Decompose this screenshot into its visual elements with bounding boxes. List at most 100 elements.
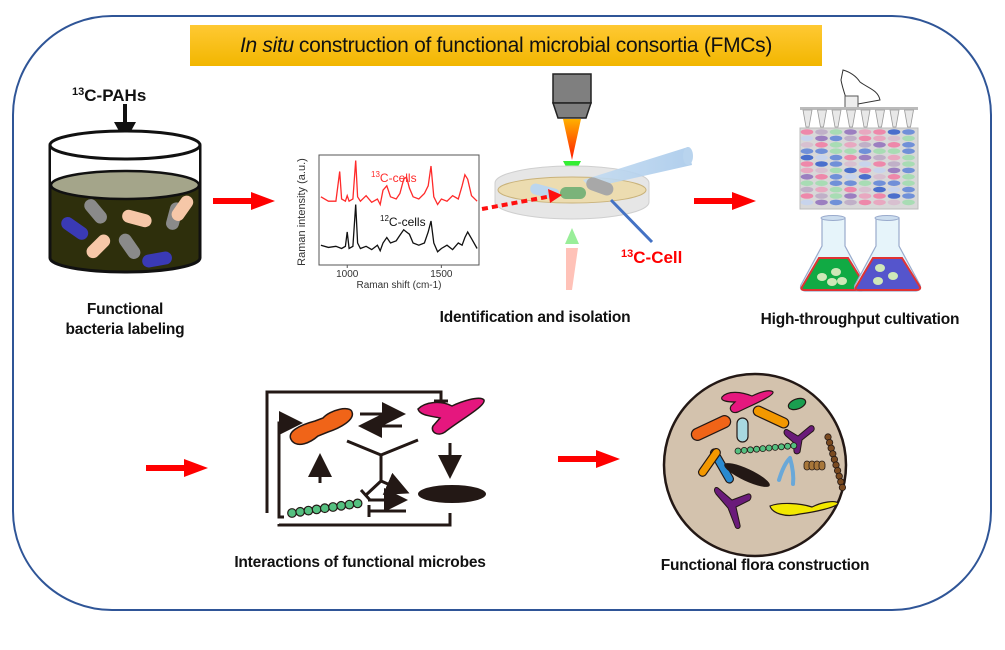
coccus <box>287 508 297 518</box>
coccus <box>336 500 347 511</box>
pipette-tip <box>846 109 856 128</box>
plate-well <box>815 199 828 206</box>
title-text: construction of functional microbial con… <box>298 33 773 57</box>
coccus <box>759 445 767 453</box>
plate-well <box>858 148 872 154</box>
coccus <box>734 447 742 455</box>
coccus <box>838 483 847 491</box>
plate-well <box>902 199 915 206</box>
chart-frame <box>318 154 480 266</box>
plate-well <box>800 148 814 154</box>
plate-well <box>902 180 915 186</box>
coccus <box>740 446 748 454</box>
plate-well <box>800 142 814 148</box>
caption-labeling-line2: bacteria labeling <box>65 321 185 338</box>
plate-well <box>844 135 857 142</box>
plate-well <box>873 161 886 167</box>
microplate <box>799 127 919 210</box>
plate-well <box>829 180 843 186</box>
plate-well <box>887 174 901 180</box>
raman-microscope: 13C-Cell <box>481 73 693 290</box>
c13-cell-label: 13C-Cell <box>621 248 682 267</box>
coccus <box>319 503 330 514</box>
plate-well <box>858 186 872 193</box>
plate-well <box>844 148 857 154</box>
plate-well <box>844 142 857 148</box>
plate-well <box>815 154 828 161</box>
plate-well <box>829 193 843 199</box>
laser-beam <box>563 119 581 160</box>
plate-well <box>887 154 901 161</box>
plate-well <box>815 167 828 174</box>
plate-well <box>844 154 857 161</box>
caption-identification: Identification and isolation <box>439 309 631 326</box>
plate-well <box>844 193 857 199</box>
pipette-tip <box>831 109 842 128</box>
plate-well <box>844 186 857 193</box>
plate-well <box>829 135 843 142</box>
plate-well <box>858 174 872 180</box>
plate-well <box>902 161 915 167</box>
plate-well <box>815 186 828 193</box>
plate-well <box>800 186 814 193</box>
plate-well <box>902 154 915 161</box>
plate-well <box>902 148 915 154</box>
flask-purple <box>853 215 922 292</box>
series-line-12C-cells <box>320 204 478 253</box>
plate-well <box>858 180 872 186</box>
plate-well <box>800 161 814 167</box>
caption-flora: Functional flora construction <box>660 557 870 574</box>
plate-well <box>873 154 886 161</box>
coccus <box>747 446 754 454</box>
pipette-tip <box>817 109 827 128</box>
x-axis-label: Raman shift (cm-1) <box>356 280 441 291</box>
plate-well <box>887 186 901 193</box>
plate-well <box>815 135 828 142</box>
plate-well <box>858 154 872 161</box>
plate-well <box>873 148 886 154</box>
plate-well <box>873 167 886 174</box>
plate-well <box>815 148 828 154</box>
coccus <box>753 445 760 453</box>
plate-well <box>873 193 886 199</box>
plate-well <box>829 174 843 180</box>
coccus <box>303 505 314 516</box>
plate-well <box>844 129 857 135</box>
plate-well <box>844 161 857 167</box>
raman-spectrum-chart: Raman intensity (a.u.) Raman shift (cm-1… <box>296 154 480 291</box>
interaction-network <box>265 390 462 527</box>
plate-well <box>815 180 828 186</box>
plate-well <box>844 199 857 206</box>
plate-well <box>858 135 872 142</box>
plate-well <box>887 135 901 142</box>
plate-well <box>829 186 843 193</box>
plate-well <box>887 142 901 148</box>
coccus <box>790 442 798 450</box>
plate-well <box>858 199 872 206</box>
caption-cultivation: High-throughput cultivation <box>760 311 960 328</box>
plate-well <box>800 199 814 206</box>
caption-interactions: Interactions of functional microbes <box>234 554 486 571</box>
micropipette <box>583 147 692 188</box>
caption-labeling-line1: Functional <box>86 301 164 318</box>
plate-well <box>873 174 886 180</box>
series-line-13C-cells <box>320 160 478 207</box>
outer-frame <box>12 15 992 611</box>
plate-well <box>815 129 828 135</box>
green-chain <box>734 442 798 455</box>
pipette-tip <box>889 109 900 128</box>
pipette-tip <box>904 109 914 128</box>
plate-well <box>902 174 915 180</box>
plate-well <box>800 174 814 180</box>
plate-well <box>873 180 886 186</box>
coccus <box>784 442 791 450</box>
coccus <box>311 504 322 515</box>
plate-well <box>902 193 915 199</box>
plate-well <box>858 193 872 199</box>
plate-well <box>815 193 828 199</box>
plate-well <box>873 199 886 206</box>
coccus <box>328 502 338 512</box>
title-banner: In situ construction of functional micro… <box>190 25 822 66</box>
plate-well <box>844 167 857 174</box>
plate-well <box>815 174 828 180</box>
